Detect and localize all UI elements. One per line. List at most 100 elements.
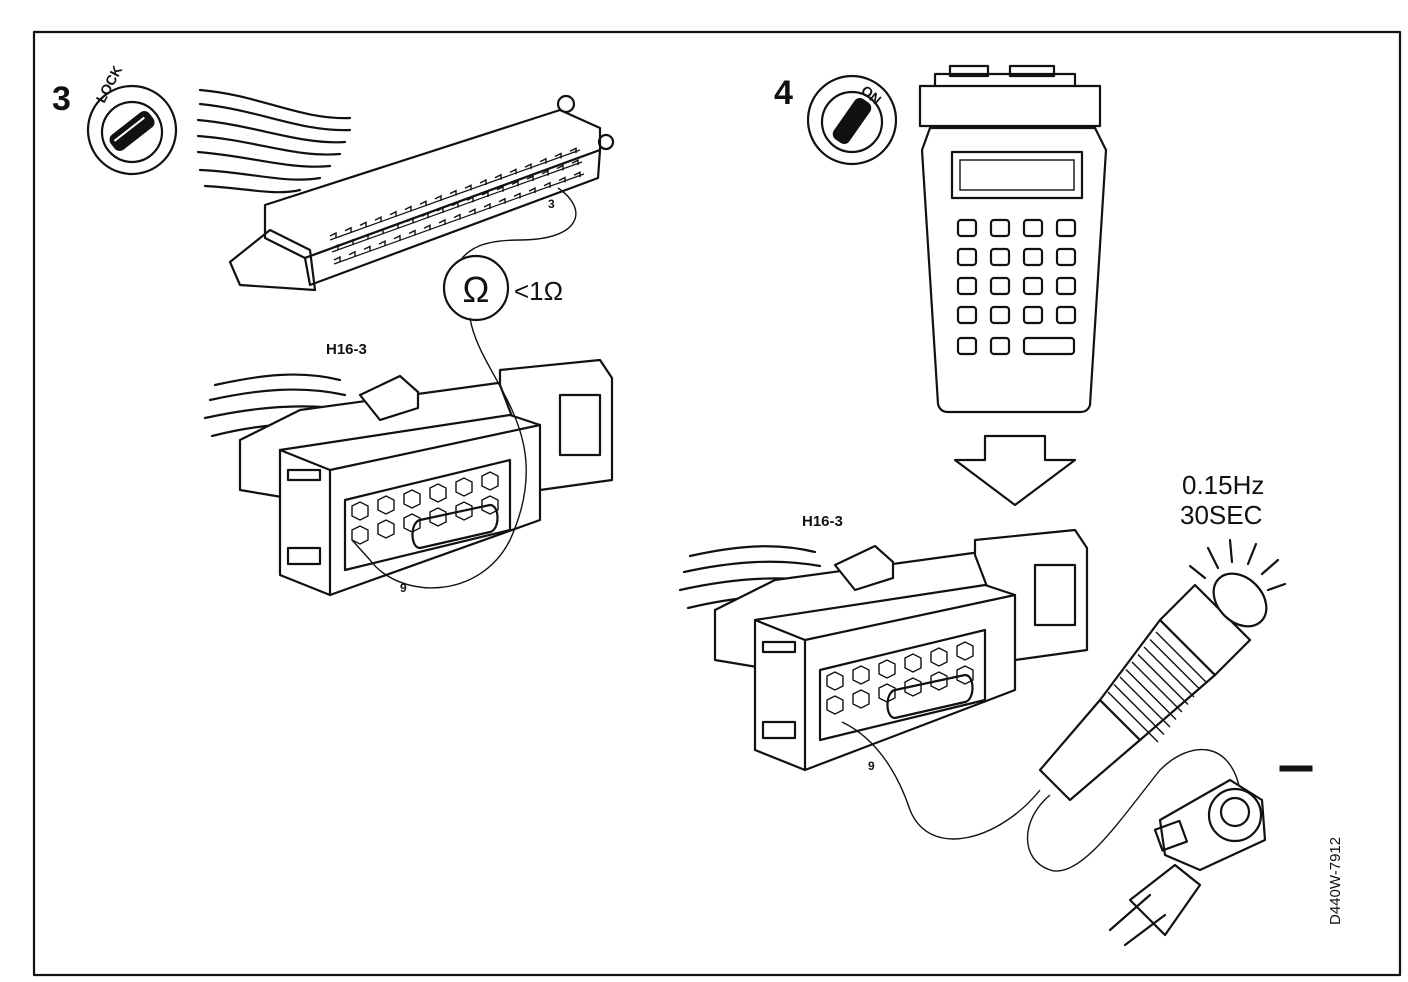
ecu-pin-icon — [494, 173, 502, 180]
ecu-pin-icon — [558, 176, 566, 183]
scan-tool-key — [956, 336, 978, 356]
ecu-pin-icon — [391, 222, 399, 229]
ecu-pin-icon — [393, 234, 401, 241]
ecu-pin-icon — [528, 186, 536, 194]
ohmmeter-circle — [442, 254, 510, 322]
scan-tool-key — [1055, 305, 1077, 325]
connector-cavity-icon — [826, 695, 844, 715]
scan-tool-key — [989, 247, 1011, 267]
scan-tool-key — [956, 276, 978, 296]
ecu-pin-icon — [496, 185, 504, 192]
pin-9-label-step4: 9 — [868, 759, 875, 773]
connector-cavity-icon — [852, 689, 870, 709]
scan-tool-key — [989, 276, 1011, 296]
scan-tool-key — [989, 305, 1011, 325]
step-3-panel: 3 LOCK — [52, 63, 615, 597]
step-4-panel: 4 ON 0.15Hz 30SEC H16-3 — [678, 64, 1313, 947]
probe-lead-bottom — [351, 317, 528, 589]
ecu-pin-icon — [374, 215, 382, 223]
lamp-thread — [1125, 669, 1177, 720]
connector-cavity-icon — [403, 513, 421, 533]
ecu-pin-icon — [438, 218, 446, 225]
connector-cavity-icon — [403, 489, 421, 509]
ecu-pin-icon — [333, 255, 341, 262]
ecu-pin-icon — [449, 189, 457, 196]
ignition-key-on-icon: ON — [806, 74, 898, 166]
scan-tool-key — [1022, 276, 1044, 296]
step-3-number: 3 — [52, 80, 71, 118]
scan-tool-key — [956, 305, 978, 325]
connector-cavity-icon — [956, 665, 974, 685]
h16-3-connector-step3 — [203, 358, 614, 597]
ecu-pin-icon — [509, 168, 517, 175]
scan-tool-key — [1055, 276, 1077, 296]
ecu-pin-icon — [406, 217, 414, 224]
ecu-pin-icon — [408, 229, 416, 236]
connector-cavity-icon — [878, 683, 896, 703]
ecu-pin-icon — [404, 205, 412, 212]
scan-tool-display — [950, 150, 1084, 200]
lamp-thread — [1137, 654, 1189, 705]
ecu-pin-icon — [466, 196, 474, 203]
ignition-key-lock-icon: LOCK — [86, 63, 178, 176]
connector-cavity-icon — [826, 671, 844, 691]
ecu-pin-icon — [423, 224, 431, 231]
lamp-thread — [1149, 639, 1201, 690]
ecu-pin-icon — [421, 212, 429, 219]
h16-3-label-step3: H16-3 — [326, 341, 367, 358]
connector-cavity-icon — [351, 501, 369, 521]
pin-3-label: 3 — [548, 197, 555, 211]
lamp-thread — [1143, 646, 1195, 698]
connector-cavity-icon — [930, 671, 948, 691]
connector-cavity-icon — [455, 501, 473, 521]
ecu-pin-icon — [451, 201, 459, 208]
ground-sign — [1279, 765, 1313, 772]
connector-cavity-icon — [904, 677, 922, 697]
ecu-pin-icon — [569, 147, 577, 154]
lamp-thread — [1131, 661, 1183, 713]
step-4-number: 4 — [774, 74, 793, 112]
ecu-pin-icon — [378, 239, 386, 247]
connector-cavity-icon — [956, 641, 974, 661]
ecu-pin-icon — [511, 180, 519, 187]
connector-cavity-icon — [377, 495, 395, 515]
lamp-thread — [1113, 684, 1165, 735]
ecu-pin-icon — [361, 233, 369, 240]
ecu-pin-icon — [556, 164, 564, 171]
ecu-pin-icon — [524, 162, 532, 170]
lamp-thread — [1155, 631, 1207, 683]
ecu-pin-icon — [554, 152, 562, 159]
ecu-pin-icon — [363, 245, 371, 252]
ecu-connector — [228, 94, 615, 292]
ecu-pin-icon — [348, 250, 356, 257]
h16-3-connector-step4 — [678, 528, 1089, 772]
ecu-pin-icon — [543, 181, 551, 188]
ecu-pin-icon — [434, 194, 442, 201]
frequency-text: 0.15Hz — [1182, 470, 1264, 500]
connector-cavity-icon — [429, 483, 447, 503]
ecu-pin-icon — [541, 169, 549, 176]
down-arrow-icon — [953, 434, 1077, 507]
diagram-frame — [32, 30, 1402, 977]
ecu-pin-icon — [464, 184, 472, 191]
ecu-pin-icon — [419, 200, 427, 207]
test-lamp — [1038, 538, 1287, 802]
ecu-pin-icon — [479, 178, 487, 185]
scan-tool-enter-key — [1022, 336, 1076, 356]
ecu-pin-icon — [539, 157, 547, 164]
ecu-pin-icon — [329, 231, 337, 238]
ecu-pin-icon — [481, 190, 489, 197]
scan-tool-key — [989, 336, 1011, 356]
connector-cavity-icon — [930, 647, 948, 667]
lamp-lead-ground — [1026, 748, 1241, 872]
pin-9-label-step3: 9 — [400, 581, 407, 595]
connector-cavity-icon — [878, 659, 896, 679]
ohmmeter: Ω — [442, 254, 510, 322]
connector-cavity-icon — [904, 653, 922, 673]
scan-tool-key — [1022, 305, 1044, 325]
duration-text: 30SEC — [1180, 500, 1262, 530]
scan-tool-key — [1022, 218, 1044, 238]
lamp-rays-icon — [1188, 538, 1287, 592]
scan-tool-key — [1055, 247, 1077, 267]
